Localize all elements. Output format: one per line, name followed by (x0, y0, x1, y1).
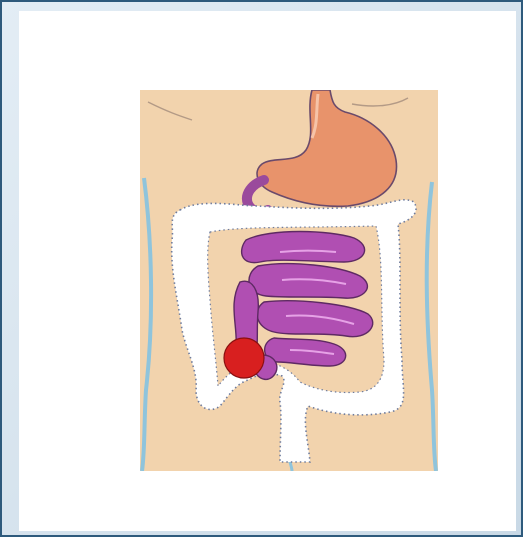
appendix-highlight-marker (224, 338, 264, 378)
digestive-system-illustration (140, 90, 438, 471)
abdomen-svg (140, 90, 438, 471)
image-panel (19, 11, 516, 531)
